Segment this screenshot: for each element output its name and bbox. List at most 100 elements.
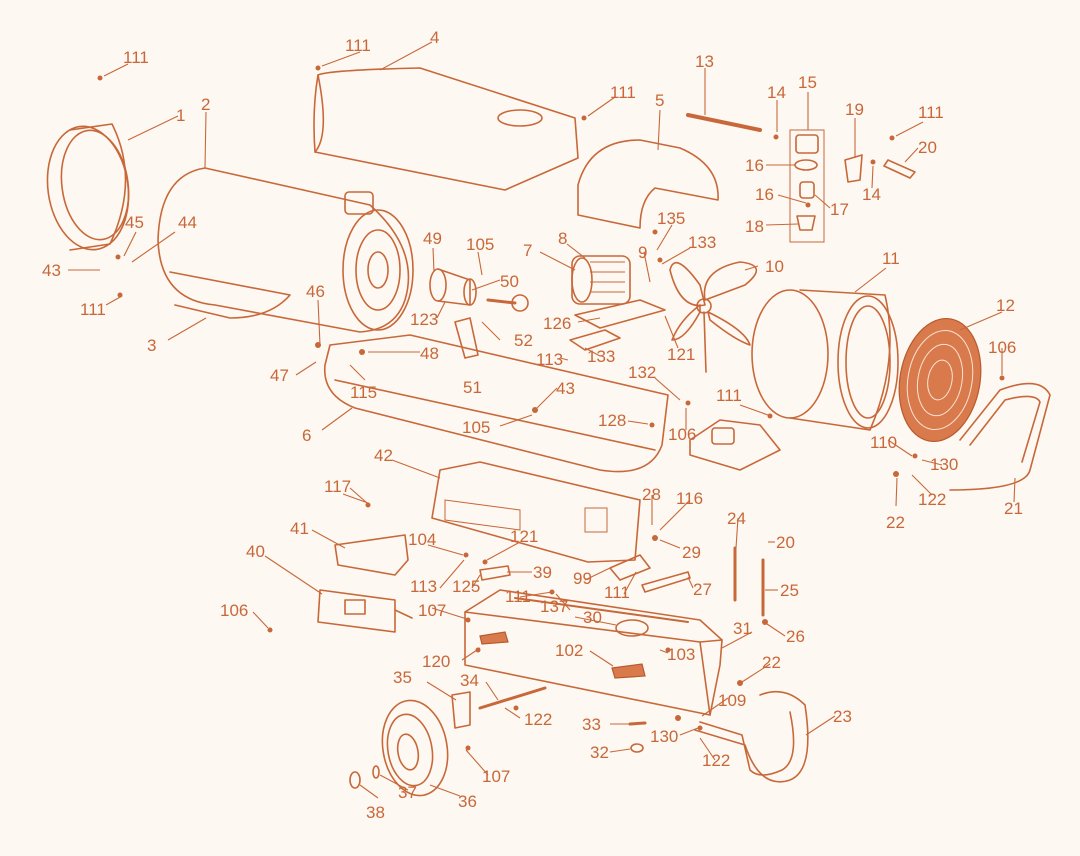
callout-46: 46 bbox=[306, 282, 325, 301]
part-21-rear-handle bbox=[949, 382, 1051, 491]
part-52-burner-head bbox=[486, 294, 529, 312]
callout-47: 47 bbox=[270, 366, 289, 385]
callout-labels: 111 1 2 3 111 4 111 5 13 14 15 19 111 20… bbox=[42, 28, 1023, 822]
part-4-top-cover bbox=[313, 67, 579, 191]
part-40-control-panel bbox=[317, 589, 413, 633]
part-27-strip bbox=[641, 571, 691, 593]
part-11-rear-ring bbox=[751, 289, 899, 431]
callout-49: 49 bbox=[423, 229, 442, 248]
fastener-dots bbox=[97, 65, 1005, 751]
callout-3: 3 bbox=[147, 336, 156, 355]
part-13-fuel-line bbox=[686, 113, 762, 132]
callout-20: 20 bbox=[918, 138, 937, 157]
callout-26: 26 bbox=[786, 627, 805, 646]
callout-51: 51 bbox=[463, 378, 482, 397]
callout-10: 10 bbox=[765, 257, 784, 276]
callout-4: 4 bbox=[430, 28, 439, 47]
callout-111: 111 bbox=[123, 48, 149, 67]
part-133-plate bbox=[569, 329, 621, 351]
callout-121: 121 bbox=[667, 345, 695, 364]
part-99-bracket bbox=[609, 554, 651, 581]
part-132-thermostat bbox=[689, 419, 781, 471]
callout-106: 106 bbox=[988, 338, 1016, 357]
part-8-motor bbox=[571, 255, 631, 305]
callout-121: 121 bbox=[510, 527, 538, 546]
callout-107: 107 bbox=[418, 601, 446, 620]
callout-22: 22 bbox=[886, 513, 905, 532]
callout-135: 135 bbox=[657, 209, 685, 228]
callout-117: 117 bbox=[324, 477, 351, 496]
callout-110: 110 bbox=[870, 433, 897, 452]
callout-28: 28 bbox=[642, 485, 661, 504]
part-5-cover-piece bbox=[577, 139, 719, 229]
callout-22: 22 bbox=[762, 653, 781, 672]
callout-45: 45 bbox=[125, 213, 144, 232]
callout-43: 43 bbox=[42, 261, 61, 280]
callout-36: 36 bbox=[458, 792, 477, 811]
part-51-elbow bbox=[454, 317, 479, 359]
callout-120: 120 bbox=[422, 652, 450, 671]
callout-116: 116 bbox=[676, 489, 703, 508]
callout-19: 19 bbox=[845, 100, 864, 119]
part-42-control-box bbox=[431, 461, 641, 563]
callout-113: 113 bbox=[536, 350, 563, 369]
callout-13: 13 bbox=[695, 52, 714, 71]
callout-31: 31 bbox=[733, 619, 752, 638]
part-41-panel-cover bbox=[334, 534, 409, 576]
callout-109: 109 bbox=[718, 691, 746, 710]
callout-14: 14 bbox=[767, 83, 786, 102]
callout-12: 12 bbox=[996, 296, 1015, 315]
part-38-cap bbox=[349, 771, 361, 789]
callout-106: 106 bbox=[220, 601, 248, 620]
callout-130: 130 bbox=[930, 455, 958, 474]
callout-27: 27 bbox=[693, 580, 712, 599]
callout-33: 33 bbox=[582, 715, 601, 734]
part-37-washer bbox=[372, 765, 380, 779]
callout-29: 29 bbox=[682, 543, 701, 562]
callout-130: 130 bbox=[650, 727, 678, 746]
callout-39: 39 bbox=[533, 563, 552, 582]
callout-128: 128 bbox=[598, 411, 626, 430]
callout-122: 122 bbox=[524, 710, 552, 729]
callout-7: 7 bbox=[523, 241, 532, 260]
callout-21: 21 bbox=[1004, 499, 1023, 518]
callout-111: 111 bbox=[610, 83, 636, 102]
callout-2: 2 bbox=[201, 95, 210, 114]
callout-105: 105 bbox=[462, 418, 490, 437]
callout-111: 111 bbox=[604, 583, 630, 602]
callout-14: 14 bbox=[862, 185, 881, 204]
callout-41: 41 bbox=[290, 519, 309, 538]
callout-24: 24 bbox=[727, 509, 746, 528]
callout-104: 104 bbox=[408, 530, 436, 549]
part-6-lower-shell bbox=[324, 334, 669, 473]
callout-111: 111 bbox=[80, 300, 106, 319]
part-1-front-ring bbox=[46, 123, 130, 251]
callout-25: 25 bbox=[780, 581, 799, 600]
callout-1: 1 bbox=[176, 106, 185, 125]
callout-30: 30 bbox=[583, 608, 602, 627]
part-36-wheel bbox=[381, 699, 449, 797]
part-39-block bbox=[479, 565, 511, 581]
callout-115: 115 bbox=[350, 383, 377, 402]
callout-111: 111 bbox=[345, 36, 371, 55]
part-12-fan-guard bbox=[898, 317, 982, 443]
callout-122: 122 bbox=[918, 490, 946, 509]
callout-126: 126 bbox=[543, 314, 571, 333]
callout-8: 8 bbox=[558, 229, 567, 248]
callout-43: 43 bbox=[556, 379, 575, 398]
callout-107: 107 bbox=[482, 767, 510, 786]
part-49-burner-tube bbox=[429, 268, 477, 306]
part-34-axle bbox=[478, 686, 547, 710]
part-20-nozzle bbox=[883, 159, 916, 179]
callout-133: 133 bbox=[587, 347, 615, 366]
callout-137: 137 bbox=[540, 597, 568, 616]
callout-125: 125 bbox=[452, 577, 480, 596]
callout-15: 15 bbox=[798, 73, 817, 92]
callout-103: 103 bbox=[667, 645, 695, 664]
part-126-motor-bracket bbox=[574, 299, 666, 329]
part-32-cap bbox=[630, 743, 644, 753]
callout-17: 17 bbox=[830, 200, 849, 219]
callout-5: 5 bbox=[655, 91, 664, 110]
callout-32: 32 bbox=[590, 743, 609, 762]
callout-48: 48 bbox=[420, 344, 439, 363]
